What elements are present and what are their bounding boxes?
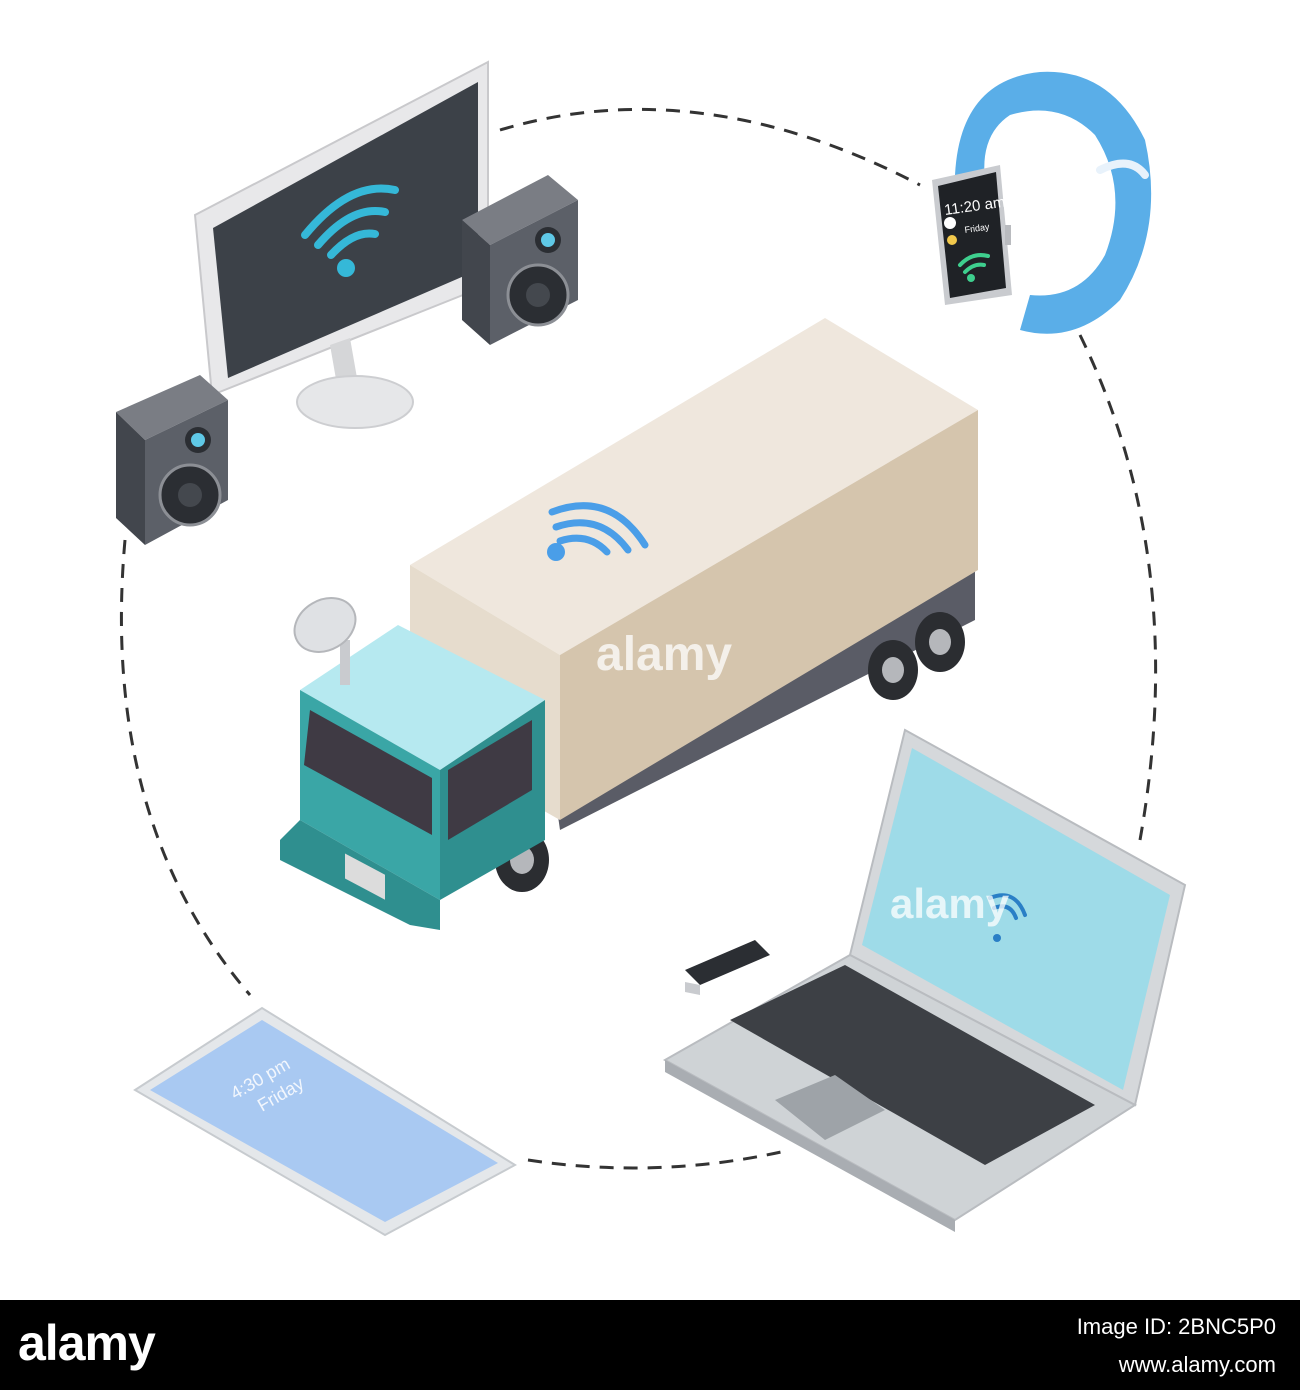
- stock-footer-bar: alamy Image ID: 2BNC5P0 www.alamy.com: [0, 1300, 1300, 1390]
- connected-devices-illustration: 11:20 am Friday: [116, 60, 1187, 1237]
- speaker-right: [462, 175, 578, 345]
- laptop-touchpad: [775, 1075, 885, 1140]
- wifi-dot: [337, 259, 355, 277]
- footer-brand-logo: alamy: [18, 1315, 156, 1371]
- weather-sun-icon: [947, 235, 957, 245]
- watch-wifi-icon: [958, 253, 990, 274]
- footer-url: www.alamy.com: [1118, 1352, 1276, 1377]
- smartwatch-device: 11:20 am Friday: [932, 71, 1152, 334]
- truck-grille: [345, 853, 385, 900]
- speaker-left: [116, 375, 228, 545]
- laptop-keyboard: [730, 965, 1095, 1165]
- truck-device: alamy: [280, 318, 978, 930]
- satellite-dish-icon: [293, 597, 357, 685]
- dashed-connection-ring: [119, 108, 1158, 1170]
- weather-cloud-icon: [944, 217, 956, 229]
- laptop-device: alamy: [662, 728, 1187, 1232]
- wifi-icon: [301, 184, 399, 259]
- laptop-wifi-icon: [988, 893, 1027, 920]
- monitor-device: [193, 60, 489, 429]
- center-watermark: alamy: [596, 628, 732, 681]
- footer-image-id: Image ID: 2BNC5P0: [1076, 1314, 1276, 1339]
- tablet-device: 4:30 pm Friday: [133, 1006, 517, 1237]
- laptop-watermark: alamy: [890, 880, 1010, 927]
- watch-day-label: Friday: [964, 222, 991, 235]
- usb-stick-device: [685, 940, 770, 995]
- truck-wifi-icon: [548, 502, 649, 556]
